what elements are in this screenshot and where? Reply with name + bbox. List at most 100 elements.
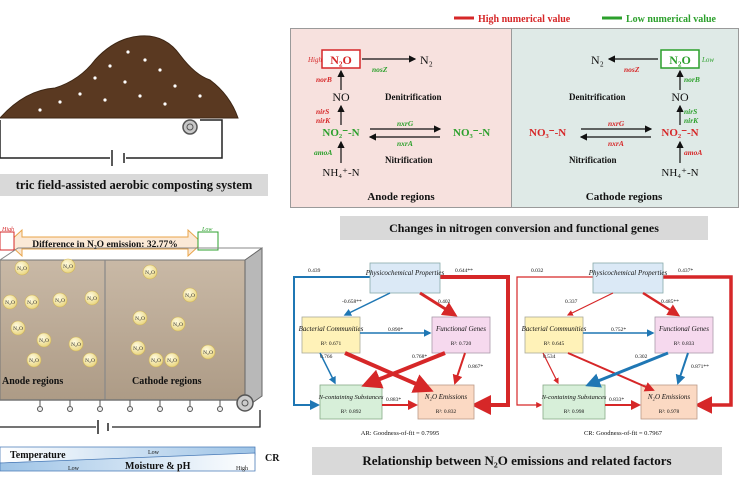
cathode-title: Cathode regions — [586, 191, 663, 203]
cathode-nitrification: Nitrification — [569, 155, 617, 165]
cr-bacterial-box — [524, 316, 584, 354]
cathode-no3: NO₃⁻-N — [529, 127, 566, 139]
n2o-bubble — [130, 340, 146, 356]
n2o-bubble — [200, 344, 216, 360]
ar-coef-e: 0.890* — [388, 327, 403, 333]
n2o-bubble — [84, 290, 100, 306]
cr-n2o-r2: R²: 0.978 — [659, 409, 680, 415]
n2o-bubble-label: N₂O — [55, 298, 65, 304]
cr-ncontaining-box — [542, 384, 606, 420]
cathode-no2: NO₂⁻-N — [661, 127, 698, 139]
cr-coef-e: 0.752* — [611, 327, 626, 333]
cathode-nxrg: nxrG — [608, 119, 625, 128]
electrode-coil-icon — [182, 119, 198, 135]
compost-pile-illustration — [0, 35, 239, 166]
cathode-n2: N₂ — [591, 53, 604, 67]
low-tag: Low — [201, 227, 212, 233]
reactor-illustration: Difference in N₂O emission: 32.77% High … — [0, 227, 263, 434]
cr-bacterial: Bacterial Communities — [522, 325, 587, 333]
n2o-bubble-label: N₂O — [167, 358, 177, 364]
moisture-bar — [0, 452, 256, 472]
ar-n2o-r2: R²: 0.832 — [436, 409, 457, 415]
anode-nxra: nxrA — [397, 139, 413, 148]
anode-no2: NO₂⁻-N — [322, 127, 359, 139]
ar-coef-c: -0.658** — [342, 299, 362, 305]
n2o-bubble-label: N₂O — [133, 346, 143, 352]
cr-ncontaining-r2: R²: 0.998 — [564, 409, 585, 415]
anode-nitrification: Nitrification — [385, 155, 433, 165]
ar-physico: Physicochemical Properties — [365, 269, 445, 277]
high-label: High — [236, 466, 248, 472]
ar-fit: AR: Goodness-of-fit = 0.7995 — [361, 430, 439, 437]
n2o-bubble-label: N₂O — [145, 270, 155, 276]
cr-functional-box — [654, 316, 714, 354]
ar-ncontaining-r2: R²: 0.892 — [341, 409, 362, 415]
n2o-bubble — [142, 264, 158, 280]
temperature-label: Temperature — [10, 450, 66, 461]
cathode-low-tag: Low — [701, 56, 714, 64]
cathode-nxra: nxrA — [608, 139, 624, 148]
cr-coef-f: 0.534 — [543, 354, 556, 360]
n2o-bubble — [170, 316, 186, 332]
ar-coef-a: 0.439 — [308, 268, 321, 274]
anode-nirk: nirK — [316, 116, 331, 125]
high-tag-box — [0, 231, 15, 251]
ar-ncontaining: N-containing Substances — [318, 394, 384, 401]
n2o-bubble — [132, 310, 148, 326]
difference-text: Difference in N₂O emission: 32.77% — [32, 240, 177, 250]
cathode-n2o: N₂O — [669, 53, 691, 67]
n2o-bubble — [164, 352, 180, 368]
anode-n2o: N₂O — [330, 53, 352, 67]
anode-denitrification: Denitrification — [385, 92, 442, 102]
ar-coef-d: 0.402 — [438, 299, 451, 305]
anode-amoa: amoA — [314, 148, 332, 157]
cr-coef-c: 0.337 — [565, 299, 578, 305]
low-tag-box — [197, 231, 219, 251]
n2o-bubble-label: N₂O — [87, 296, 97, 302]
n2o-bubble — [82, 352, 98, 368]
gradient-bars: Temperature Low Low Moisture & pH High C… — [0, 446, 280, 472]
cathode-region-label: Cathode regions — [132, 376, 202, 387]
moisture-label: Moisture & pH — [125, 461, 191, 472]
cr-coef-i: 0.833* — [609, 397, 624, 403]
ar-bacterial-box — [301, 316, 361, 354]
cr-physico: Physicochemical Properties — [588, 269, 668, 277]
n2o-bubble-label: N₂O — [71, 342, 81, 348]
n2o-bubble-label: N₂O — [151, 358, 161, 364]
ar-coef-f: 0.766 — [320, 354, 333, 360]
legend-low-label: Low numerical value — [626, 14, 717, 25]
cathode-n2o-box — [660, 49, 700, 69]
n2o-bubble — [182, 287, 198, 303]
n2o-bubble — [26, 352, 42, 368]
low-top-label: Low — [148, 450, 160, 456]
anode-nirs: nirS — [316, 107, 329, 116]
ar-bacterial-r2: R²: 0.671 — [321, 341, 342, 347]
high-tag: High — [1, 227, 14, 233]
n2o-bubble-label: N₂O — [17, 266, 27, 272]
ar-functional: Functional Genes — [435, 325, 486, 333]
cr-ncontaining: N-containing Substances — [541, 394, 607, 401]
legend: High numerical value Low numerical value — [454, 14, 717, 25]
n2o-bubble-label: N₂O — [185, 293, 195, 299]
cathode-nosz: nosZ — [624, 65, 640, 74]
ar-bacterial: Bacterial Communities — [299, 325, 364, 333]
cr-coef-b: 0.437* — [678, 268, 693, 274]
cr-coef-a: 0.032 — [531, 268, 544, 274]
n2o-bubble — [14, 260, 30, 276]
ar-n2o: N₂O Emissions — [424, 393, 468, 401]
reactor-circuit — [0, 410, 261, 428]
n2o-bubble — [148, 352, 164, 368]
reactor-coil-icon — [236, 394, 254, 412]
compost-pile — [0, 35, 239, 119]
anode-no: NO — [332, 90, 350, 104]
n2o-bubble — [52, 292, 68, 308]
cathode-pathway: N₂ nosZ N₂O Low norB NO Denitrification … — [529, 49, 714, 203]
ar-functional-r2: R²: 0.720 — [451, 341, 472, 347]
anode-nosz: nosZ — [372, 65, 388, 74]
n2o-bubble — [24, 294, 40, 310]
anode-no3: NO₃⁻-N — [453, 127, 490, 139]
ar-coef-h: 0.867* — [468, 364, 483, 370]
n2o-bubble — [36, 332, 52, 348]
n2o-bubble-label: N₂O — [39, 338, 49, 344]
